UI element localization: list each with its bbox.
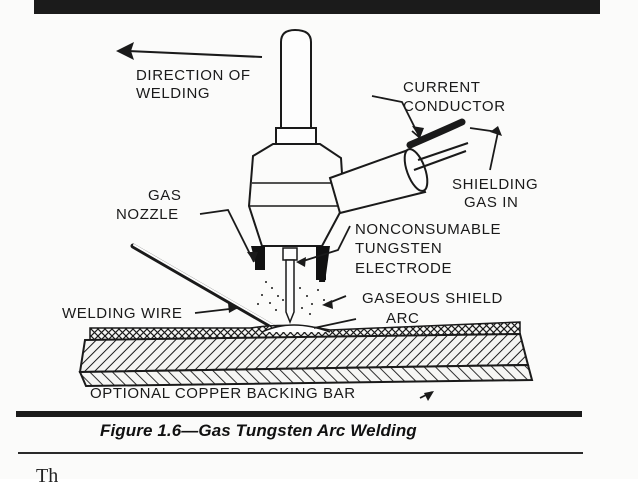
label-direction-2: WELDING bbox=[136, 85, 210, 102]
label-shielding-1: SHIELDING bbox=[452, 176, 538, 193]
welding-wire bbox=[130, 243, 278, 331]
top-black-bar bbox=[34, 0, 600, 14]
label-current-1: CURRENT bbox=[403, 79, 481, 96]
workpiece bbox=[78, 321, 534, 388]
trailing-text: Th bbox=[36, 465, 59, 487]
label-arc: ARC bbox=[386, 310, 419, 327]
label-shielding-2: GAS IN bbox=[464, 194, 518, 211]
direction-arrow bbox=[116, 42, 263, 60]
label-current-2: CONDUCTOR bbox=[403, 98, 506, 115]
leader-arrowheads bbox=[228, 126, 502, 401]
label-welding-wire: WELDING WIRE bbox=[62, 305, 183, 322]
label-direction-1: DIRECTION OF bbox=[136, 67, 251, 84]
caption-top-bar bbox=[16, 411, 582, 417]
gas-shield-stipple bbox=[257, 281, 325, 315]
figure-caption: Figure 1.6—Gas Tungsten Arc Welding bbox=[100, 421, 417, 440]
label-nozzle-2: NOZZLE bbox=[116, 206, 179, 223]
label-electrode-3: ELECTRODE bbox=[355, 260, 452, 277]
caption-bottom-rule bbox=[18, 452, 583, 454]
torch-body bbox=[247, 28, 469, 325]
label-electrode-2: TUNGSTEN bbox=[355, 240, 442, 257]
label-nozzle-1: GAS bbox=[148, 187, 181, 204]
label-electrode-1: NONCONSUMABLE bbox=[355, 221, 501, 238]
label-backing-bar: OPTIONAL COPPER BACKING BAR bbox=[90, 385, 356, 402]
label-gaseous-shield: GASEOUS SHIELD bbox=[362, 290, 503, 307]
